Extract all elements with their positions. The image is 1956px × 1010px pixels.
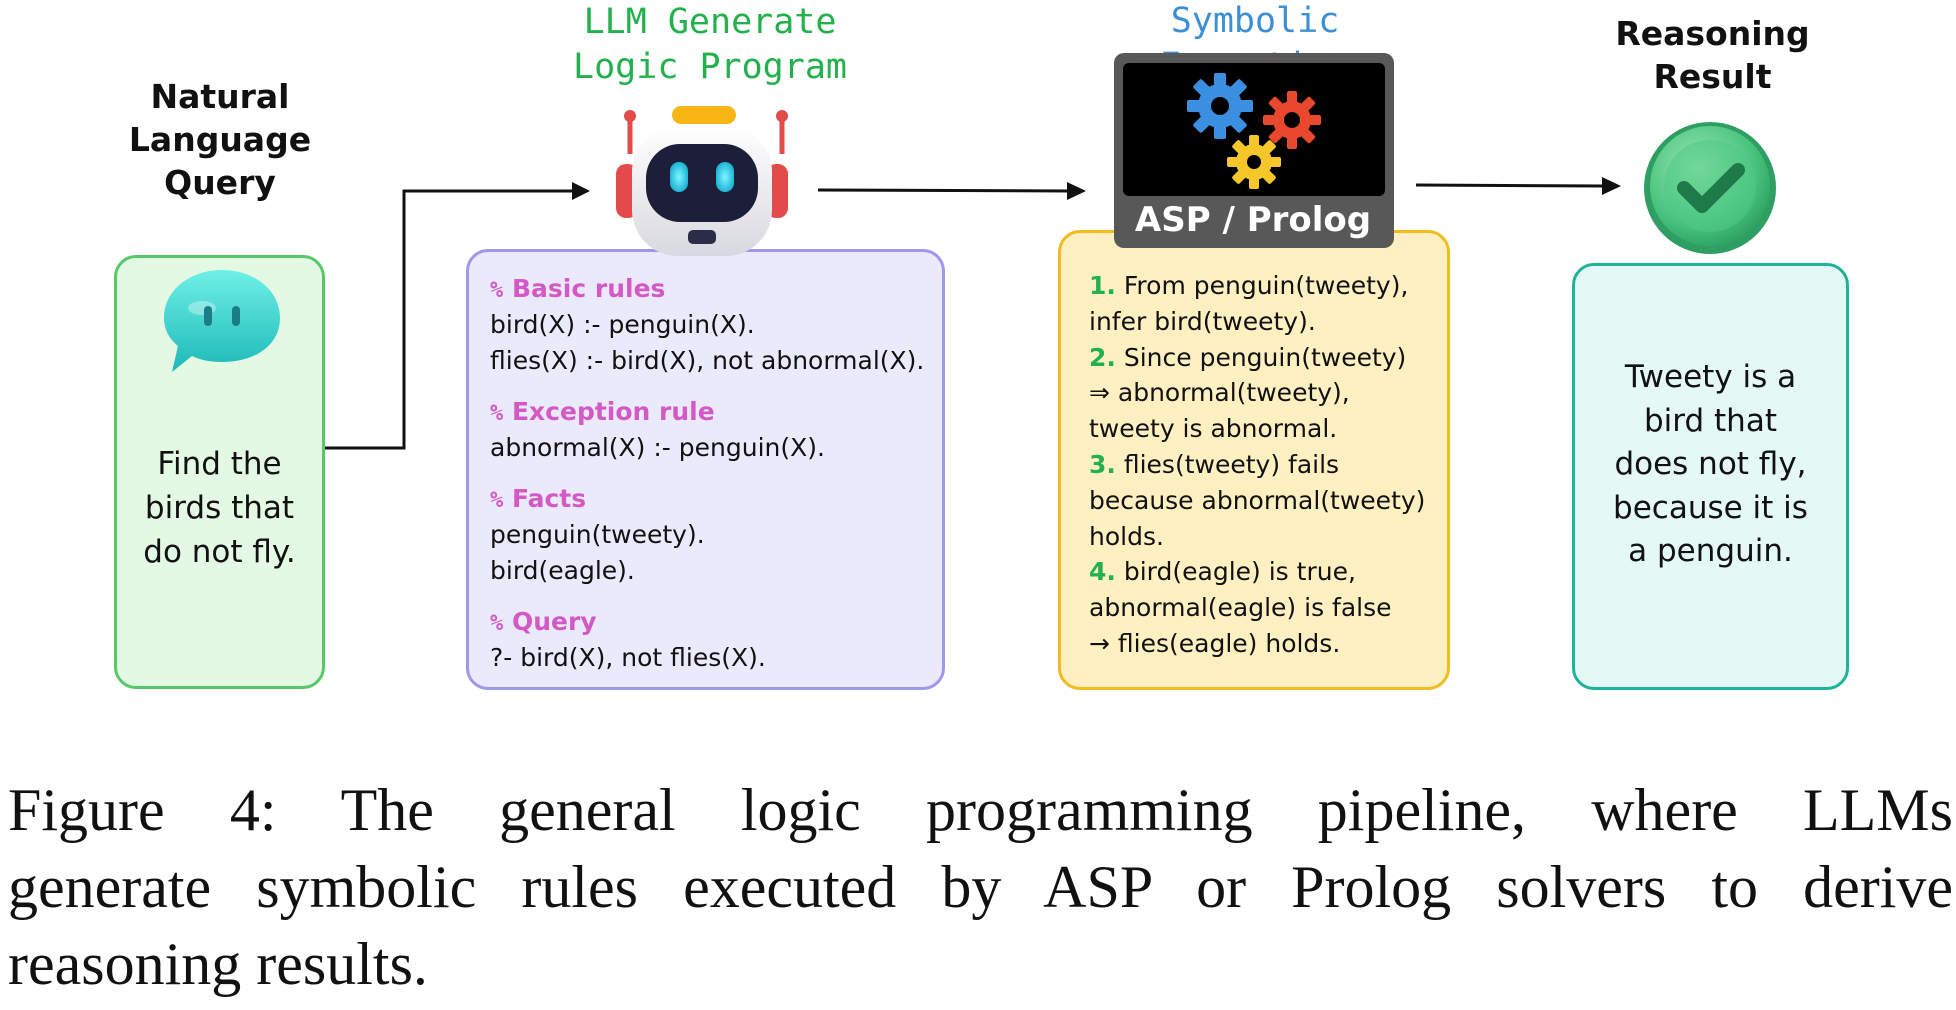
- arrow-execution-to-result: [1415, 177, 1621, 195]
- program-line: bird(X) :- penguin(X).: [490, 310, 755, 339]
- step-line: 1. From penguin(tweety),: [1089, 271, 1409, 300]
- program-line: flies(X) :- bird(X), not abnormal(X).: [490, 346, 925, 375]
- check-circle-icon: [1644, 122, 1776, 254]
- step-line: infer bird(tweety).: [1089, 306, 1316, 336]
- arrow-query-to-program: [325, 182, 590, 450]
- step-line: holds.: [1089, 521, 1164, 551]
- solver-label: ASP / Prolog: [1134, 200, 1372, 240]
- step-line: 2. Since penguin(tweety): [1089, 342, 1407, 372]
- figure-caption-line: reasoning results.: [8, 931, 428, 997]
- program-comment-query: % Query: [490, 607, 597, 636]
- chat-bubble-icon: [164, 270, 280, 372]
- program-line: penguin(tweety).: [490, 520, 705, 549]
- gears-icon: [1187, 73, 1321, 189]
- flow-arrows: [325, 177, 1621, 450]
- program-comment-facts: % Facts: [490, 484, 587, 513]
- program-comment-basic-rules: % Basic rules: [490, 274, 666, 303]
- program-line: ?- bird(X), not flies(X).: [490, 643, 766, 672]
- program-line: abnormal(X) :- penguin(X).: [490, 433, 825, 462]
- robot-icon: [616, 106, 788, 256]
- program-heading: LLM Generate Logic Program: [573, 2, 847, 87]
- arrow-program-to-execution: [817, 182, 1086, 200]
- step-line: abnormal(eagle) is false: [1089, 593, 1392, 623]
- figure-caption-line: generate symbolic rules executed by ASP …: [8, 854, 1953, 920]
- step-line: 3. flies(tweety) fails: [1089, 449, 1340, 479]
- result-text: Tweety is a bird that does not fly, beca…: [1613, 359, 1808, 569]
- step-line: 4. bird(eagle) is true,: [1089, 557, 1356, 587]
- program-box: [466, 249, 945, 690]
- figure-caption-line: Figure 4: The general logic programming …: [8, 777, 1953, 843]
- program-line: bird(eagle).: [490, 556, 635, 585]
- step-line: because abnormal(tweety): [1089, 485, 1426, 515]
- program-comment-exception-rule: % Exception rule: [490, 397, 715, 426]
- step-line: tweety is abnormal.: [1089, 414, 1338, 444]
- execution-steps: 1. From penguin(tweety), infer bird(twee…: [1089, 268, 1425, 662]
- result-heading: Reasoning Result: [1615, 14, 1810, 96]
- query-heading: Natural Language Query: [128, 77, 312, 202]
- query-text: Find the birds that do not fly.: [143, 446, 296, 570]
- result-box: [1572, 263, 1849, 690]
- step-line: → flies(eagle) holds.: [1089, 628, 1341, 658]
- step-line: ⇒ abnormal(tweety),: [1089, 378, 1350, 408]
